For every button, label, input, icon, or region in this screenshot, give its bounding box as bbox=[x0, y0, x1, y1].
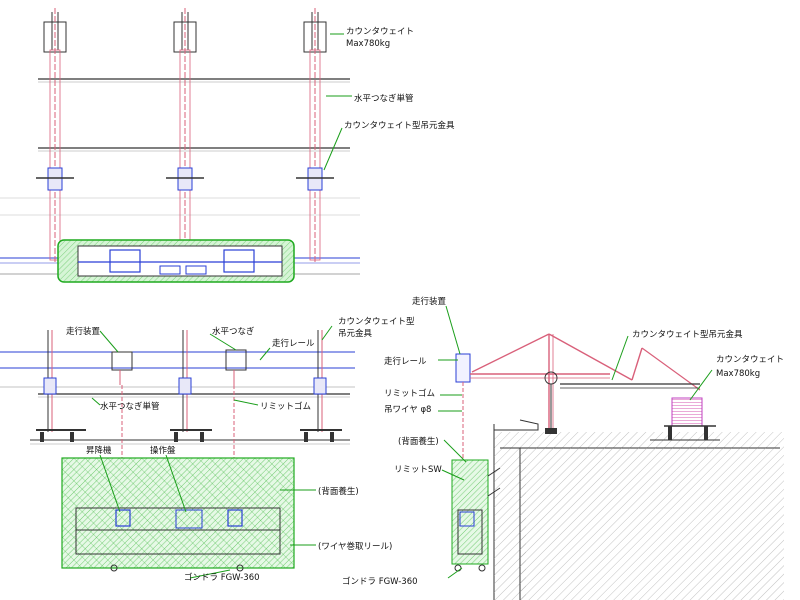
label-cw-hanger-line1: カウンタウェイト型 bbox=[338, 317, 415, 327]
label-gondola-right: ゴンドラ FGW-360 bbox=[342, 576, 418, 587]
label-limit-rubber-right: リミットゴム bbox=[384, 388, 435, 399]
label-travel-rail-right: 走行レール bbox=[384, 356, 427, 367]
beam-3 bbox=[296, 8, 334, 262]
top-plan-view: カウンタウェイト Max780kg 水平つなぎ単管 カウンタウェイト型吊元金具 bbox=[0, 8, 455, 283]
elev-beam-1 bbox=[36, 330, 86, 442]
label-counterweight-max-right: Max780kg bbox=[716, 369, 760, 379]
label-travel-rail-left: 走行レール bbox=[272, 338, 315, 349]
label-counterweight-right: カウンタウェイト bbox=[716, 355, 784, 365]
label-back-cover-left: (背面養生) bbox=[318, 486, 359, 497]
label-cw-hanger-right: カウンタウェイト型吊元金具 bbox=[632, 329, 743, 340]
label-horizontal-pipe-bottom: 水平つなぎ単管 bbox=[100, 401, 160, 412]
label-travel-device-left: 走行装置 bbox=[66, 326, 101, 337]
label-counterweight-max-top: Max780kg bbox=[346, 39, 390, 49]
label-suspension-wire: 吊ワイヤ φ8 bbox=[384, 405, 431, 415]
label-back-cover-right: (背面養生) bbox=[398, 436, 439, 447]
label-counterweight-top: カウンタウェイト bbox=[346, 27, 414, 37]
label-cw-hanger-line2: 吊元金具 bbox=[338, 328, 373, 339]
gondola-side bbox=[451, 459, 501, 572]
label-lift-unit: 昇降機 bbox=[86, 445, 112, 456]
gondola-elevation bbox=[61, 457, 295, 572]
side-section-view: 走行装置 走行レール リミットゴム 吊ワイヤ φ8 (背面養生) リミットSW … bbox=[342, 296, 784, 600]
elev-beam-2 bbox=[170, 330, 212, 442]
label-limit-rubber-left: リミットゴム bbox=[260, 401, 311, 412]
label-horizontal-pipe-top: 水平つなぎ単管 bbox=[354, 93, 414, 104]
label-control-panel: 操作盤 bbox=[150, 445, 176, 456]
label-wire-reel: (ワイヤ巻取リール) bbox=[318, 541, 392, 552]
front-elevation-view: 走行装置 水平つなぎ 走行レール カウンタウェイト型 吊元金具 水平つなぎ単管 … bbox=[0, 317, 415, 583]
beam-2 bbox=[166, 8, 204, 262]
label-travel-device-right: 走行装置 bbox=[412, 296, 447, 307]
label-cw-hanger-top: カウンタウェイト型吊元金具 bbox=[344, 120, 455, 131]
label-horizontal-tie: 水平つなぎ bbox=[212, 326, 255, 337]
gondola-plan bbox=[57, 239, 295, 283]
label-gondola-left: ゴンドラ FGW-360 bbox=[184, 572, 260, 583]
elev-beam-3 bbox=[300, 330, 342, 442]
beam-1 bbox=[36, 8, 74, 262]
label-limit-sw: リミットSW bbox=[394, 465, 442, 475]
counterweight bbox=[650, 397, 720, 441]
